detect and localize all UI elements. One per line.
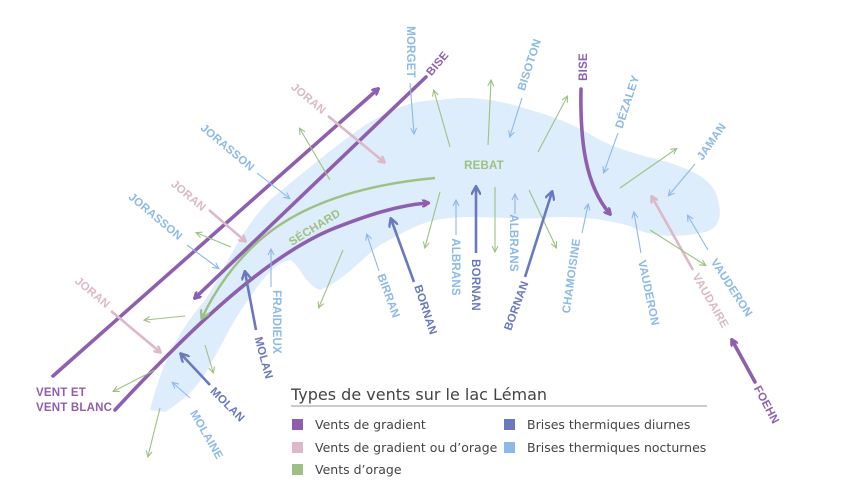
jaman-arrow xyxy=(669,163,696,195)
label-joran-2: JORAN xyxy=(168,178,207,214)
legend-swatch-day-breeze xyxy=(504,419,515,430)
label-chamoisine: CHAMOISINE xyxy=(561,238,583,315)
storm-winds xyxy=(114,81,705,456)
sechard-arrow xyxy=(202,176,436,318)
gradient-winds xyxy=(51,75,757,412)
label-jaman: JAMAN xyxy=(695,121,729,162)
legend-swatch-gradient-or-storm xyxy=(292,442,303,453)
vent-blanc-arrow xyxy=(51,89,378,378)
bise-east-arrow xyxy=(579,87,610,214)
bornan-arrow-1 xyxy=(391,219,416,283)
legend-item-day-breeze: Brises thermiques diurnes xyxy=(527,417,690,432)
bise-west-arrow xyxy=(195,75,428,298)
label-foehn: FOEHN xyxy=(751,384,781,426)
vauderon-arrow-1 xyxy=(634,213,642,254)
label-bornan-2: BORNAN xyxy=(469,259,481,311)
legend-item-night-breeze: Brises thermiques nocturnes xyxy=(527,440,706,455)
dezaley-arrow xyxy=(604,132,619,172)
bornan-arrow-3 xyxy=(523,192,552,278)
label-joran-3: JORAN xyxy=(72,275,111,311)
storm-arrow xyxy=(300,129,331,181)
storm-arrow xyxy=(425,191,441,247)
night-breezes xyxy=(173,82,709,399)
label-vent-et: VENT ET xyxy=(36,387,86,399)
morget-arrow xyxy=(409,82,414,133)
label-joran-1: JORAN xyxy=(288,81,327,117)
label-bise-east: BISE xyxy=(578,53,590,81)
jorasson-arrow-2 xyxy=(186,244,218,268)
legend-item-storm: Vents d’orage xyxy=(315,462,402,477)
storm-arrow xyxy=(197,233,232,248)
joran-arrow-2 xyxy=(208,209,245,241)
label-molaine: MOLAINE xyxy=(187,408,225,461)
foehn-arrow xyxy=(732,340,757,384)
jorasson-arrow-1 xyxy=(256,172,289,198)
vaudaire-arrow xyxy=(652,197,695,271)
label-bornan-3: BORNAN xyxy=(503,280,532,333)
label-birran: BIRRAN xyxy=(374,272,401,319)
storm-arrow xyxy=(434,91,451,148)
label-bornan-1: BORNAN xyxy=(411,284,438,337)
molan-arrow-2 xyxy=(181,354,211,386)
storm-arrow xyxy=(148,407,161,456)
label-bisoton: BISOTON xyxy=(516,38,544,93)
storm-arrow xyxy=(619,149,676,189)
label-bise-west: BISE xyxy=(425,49,452,78)
label-rebat: REBAT xyxy=(464,160,504,172)
label-molan-2: MOLAN xyxy=(207,386,246,425)
chamoisine-arrow xyxy=(581,205,588,234)
bisoton-arrow xyxy=(510,97,523,136)
legend-item-gradient: Vents de gradient xyxy=(315,417,426,432)
label-jorasson-2: JORASSON xyxy=(126,191,184,243)
legend-swatch-night-breeze xyxy=(504,442,515,453)
label-albrans-2: ALBRANS xyxy=(507,214,519,272)
joran-arrow-3 xyxy=(110,310,160,352)
day-breezes xyxy=(181,187,552,386)
legend-title: Types de vents sur le lac Léman xyxy=(290,385,547,404)
storm-arrow xyxy=(145,315,186,320)
legend-item-gradient-or-storm: Vents de gradient ou d’orage xyxy=(315,440,498,455)
vauderon-arrow-2 xyxy=(688,216,709,251)
storm-arrow xyxy=(649,229,705,265)
gradient-or-storm-winds xyxy=(110,114,695,352)
storm-arrow xyxy=(204,344,213,372)
legend-swatch-gradient xyxy=(292,419,303,430)
storm-arrow xyxy=(488,81,491,146)
label-fraidieux: FRAIDIEUX xyxy=(270,290,282,354)
storm-arrow xyxy=(537,97,567,153)
label-morget: MORGET xyxy=(404,26,416,78)
label-vauderon-1: VAUDERON xyxy=(635,259,661,327)
label-albrans-1: ALBRANS xyxy=(449,238,461,296)
molan-arrow-1 xyxy=(245,272,258,331)
label-dezaley: DÉZALEY xyxy=(613,74,642,131)
storm-arrow xyxy=(319,249,344,307)
vent-arrow-curve xyxy=(113,203,428,412)
legend-swatch-storm xyxy=(292,464,303,475)
molaine-arrow xyxy=(173,383,191,399)
label-vent-blanc: VENT BLANC xyxy=(36,402,112,414)
label-jorasson-1: JORASSON xyxy=(198,122,256,174)
storm-arrow xyxy=(114,369,156,391)
lake-leman-shape xyxy=(150,98,720,412)
legend: Types de vents sur le lac Léman Vents de… xyxy=(290,385,707,477)
birran-arrow xyxy=(367,235,380,272)
joran-arrow-1 xyxy=(327,114,384,162)
